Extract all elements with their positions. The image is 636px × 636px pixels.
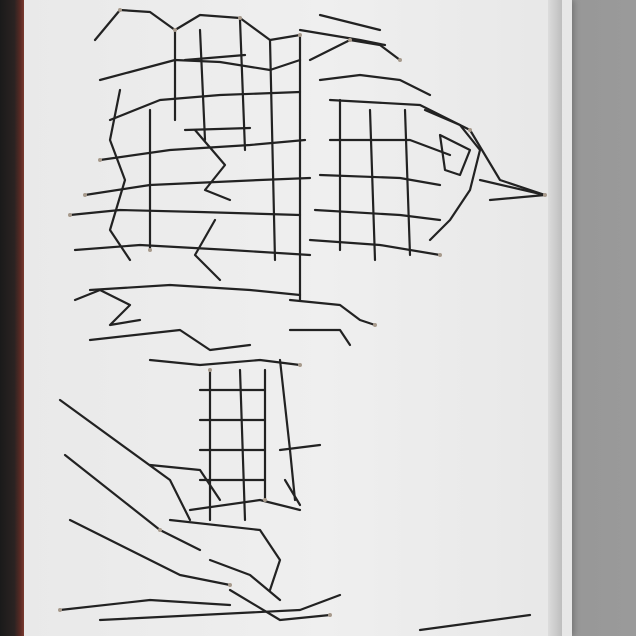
dark-frame-edge xyxy=(0,0,24,636)
building-outline xyxy=(58,8,547,632)
nails xyxy=(58,8,547,617)
white-board xyxy=(24,0,572,636)
board-shadow xyxy=(548,0,562,636)
